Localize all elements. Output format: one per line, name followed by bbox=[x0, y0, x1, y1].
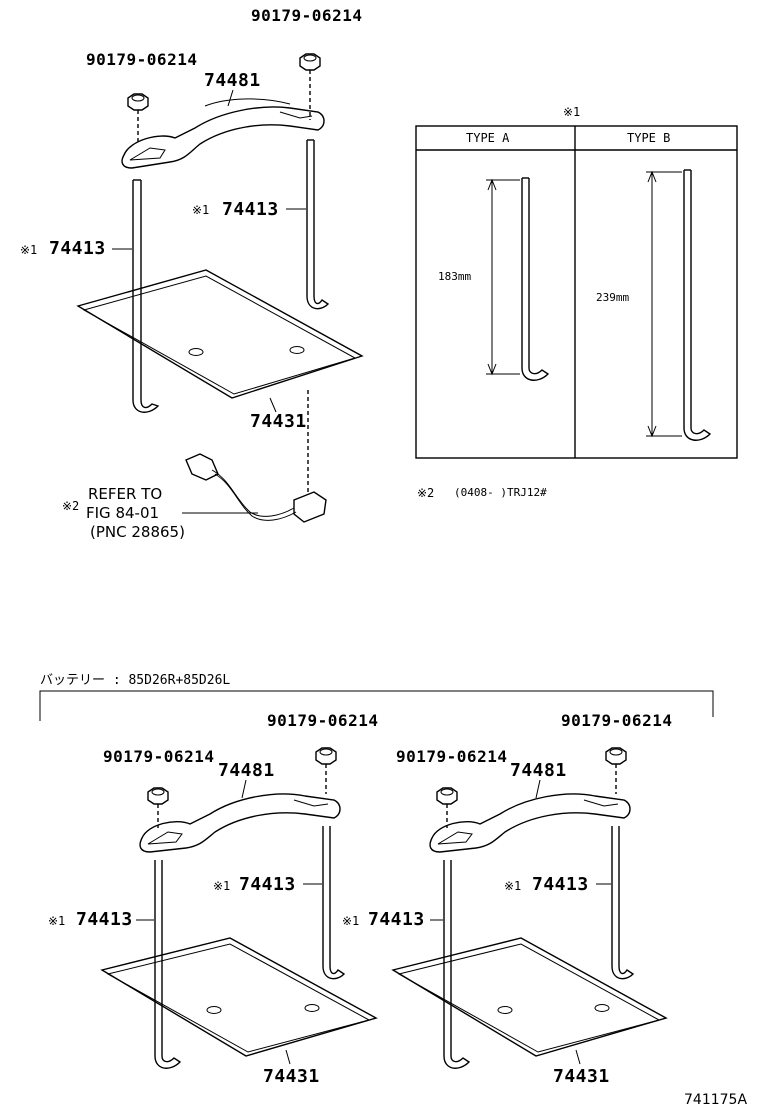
top-rod-right-mark: ※1 bbox=[192, 203, 210, 217]
figure-id: 741175A bbox=[684, 1092, 748, 1108]
clamp-icon bbox=[139, 793, 341, 853]
top-rod-left-mark: ※1 bbox=[20, 243, 38, 257]
bl-tray-label: 74431 bbox=[263, 1066, 320, 1087]
length-a-label: 183mm bbox=[438, 270, 472, 283]
table-header-type-b: TYPE B bbox=[627, 131, 671, 145]
top-rod-left-label: 74413 bbox=[49, 238, 106, 259]
top-assembly bbox=[76, 53, 364, 523]
clamp-icon bbox=[429, 793, 631, 853]
table-mark: ※1 bbox=[563, 105, 581, 119]
table-header-type-a: TYPE A bbox=[466, 131, 510, 145]
br-rod-left-mark: ※1 bbox=[342, 914, 360, 928]
br-rod-left-label: 74413 bbox=[368, 909, 425, 930]
nut-icon bbox=[147, 787, 169, 805]
br-rod-right-mark: ※1 bbox=[504, 879, 522, 893]
battery-tray-icon bbox=[391, 937, 668, 1057]
bottom-right-assembly bbox=[391, 747, 668, 1069]
bl-rod-right-label: 74413 bbox=[239, 874, 296, 895]
group-bracket bbox=[39, 690, 714, 721]
bl-rod-left-label: 74413 bbox=[76, 909, 133, 930]
br-nut-right-label: 90179-06214 bbox=[561, 711, 673, 730]
br-clamp-label: 74481 bbox=[510, 760, 567, 781]
bolt-length-table bbox=[415, 125, 738, 459]
br-tray-label: 74431 bbox=[553, 1066, 610, 1087]
battery-tray-icon bbox=[100, 937, 378, 1057]
bl-clamp-label: 74481 bbox=[218, 760, 275, 781]
bl-nut-left-label: 90179-06214 bbox=[103, 747, 215, 766]
sensor-connector-icon bbox=[185, 453, 327, 523]
bl-rod-right-mark: ※1 bbox=[213, 879, 231, 893]
battery-group-label: バッテリー : 85D26R+85D26L bbox=[40, 673, 231, 688]
nut-icon bbox=[605, 747, 627, 765]
top-tray-label: 74431 bbox=[250, 411, 307, 432]
note-text: (0408- )TRJ12# bbox=[454, 486, 547, 499]
j-bolt-icon bbox=[306, 139, 330, 310]
bottom-left-assembly bbox=[100, 747, 378, 1069]
nut-icon bbox=[315, 747, 337, 765]
ref-line-1: REFER TO bbox=[88, 485, 163, 503]
note-mark: ※2 bbox=[417, 486, 435, 500]
j-bolt-icon bbox=[132, 179, 160, 413]
br-nut-left-label: 90179-06214 bbox=[396, 747, 508, 766]
ref-line-2: FIG 84-01 bbox=[86, 504, 160, 522]
bl-nut-right-label: 90179-06214 bbox=[267, 711, 379, 730]
top-nut-right-label: 90179-06214 bbox=[251, 6, 363, 25]
bl-rod-left-mark: ※1 bbox=[48, 914, 66, 928]
top-rod-right-label: 74413 bbox=[222, 199, 279, 220]
battery-tray-icon bbox=[76, 269, 364, 399]
clamp-icon bbox=[121, 98, 325, 169]
br-rod-right-label: 74413 bbox=[532, 874, 589, 895]
nut-icon bbox=[127, 93, 149, 111]
top-nut-left-label: 90179-06214 bbox=[86, 50, 198, 69]
nut-icon bbox=[299, 53, 321, 71]
ref-mark: ※2 bbox=[62, 499, 80, 513]
nut-icon bbox=[436, 787, 458, 805]
ref-line-3: (PNC 28865) bbox=[90, 523, 185, 541]
top-clamp-label: 74481 bbox=[204, 70, 261, 91]
length-b-label: 239mm bbox=[596, 291, 630, 304]
